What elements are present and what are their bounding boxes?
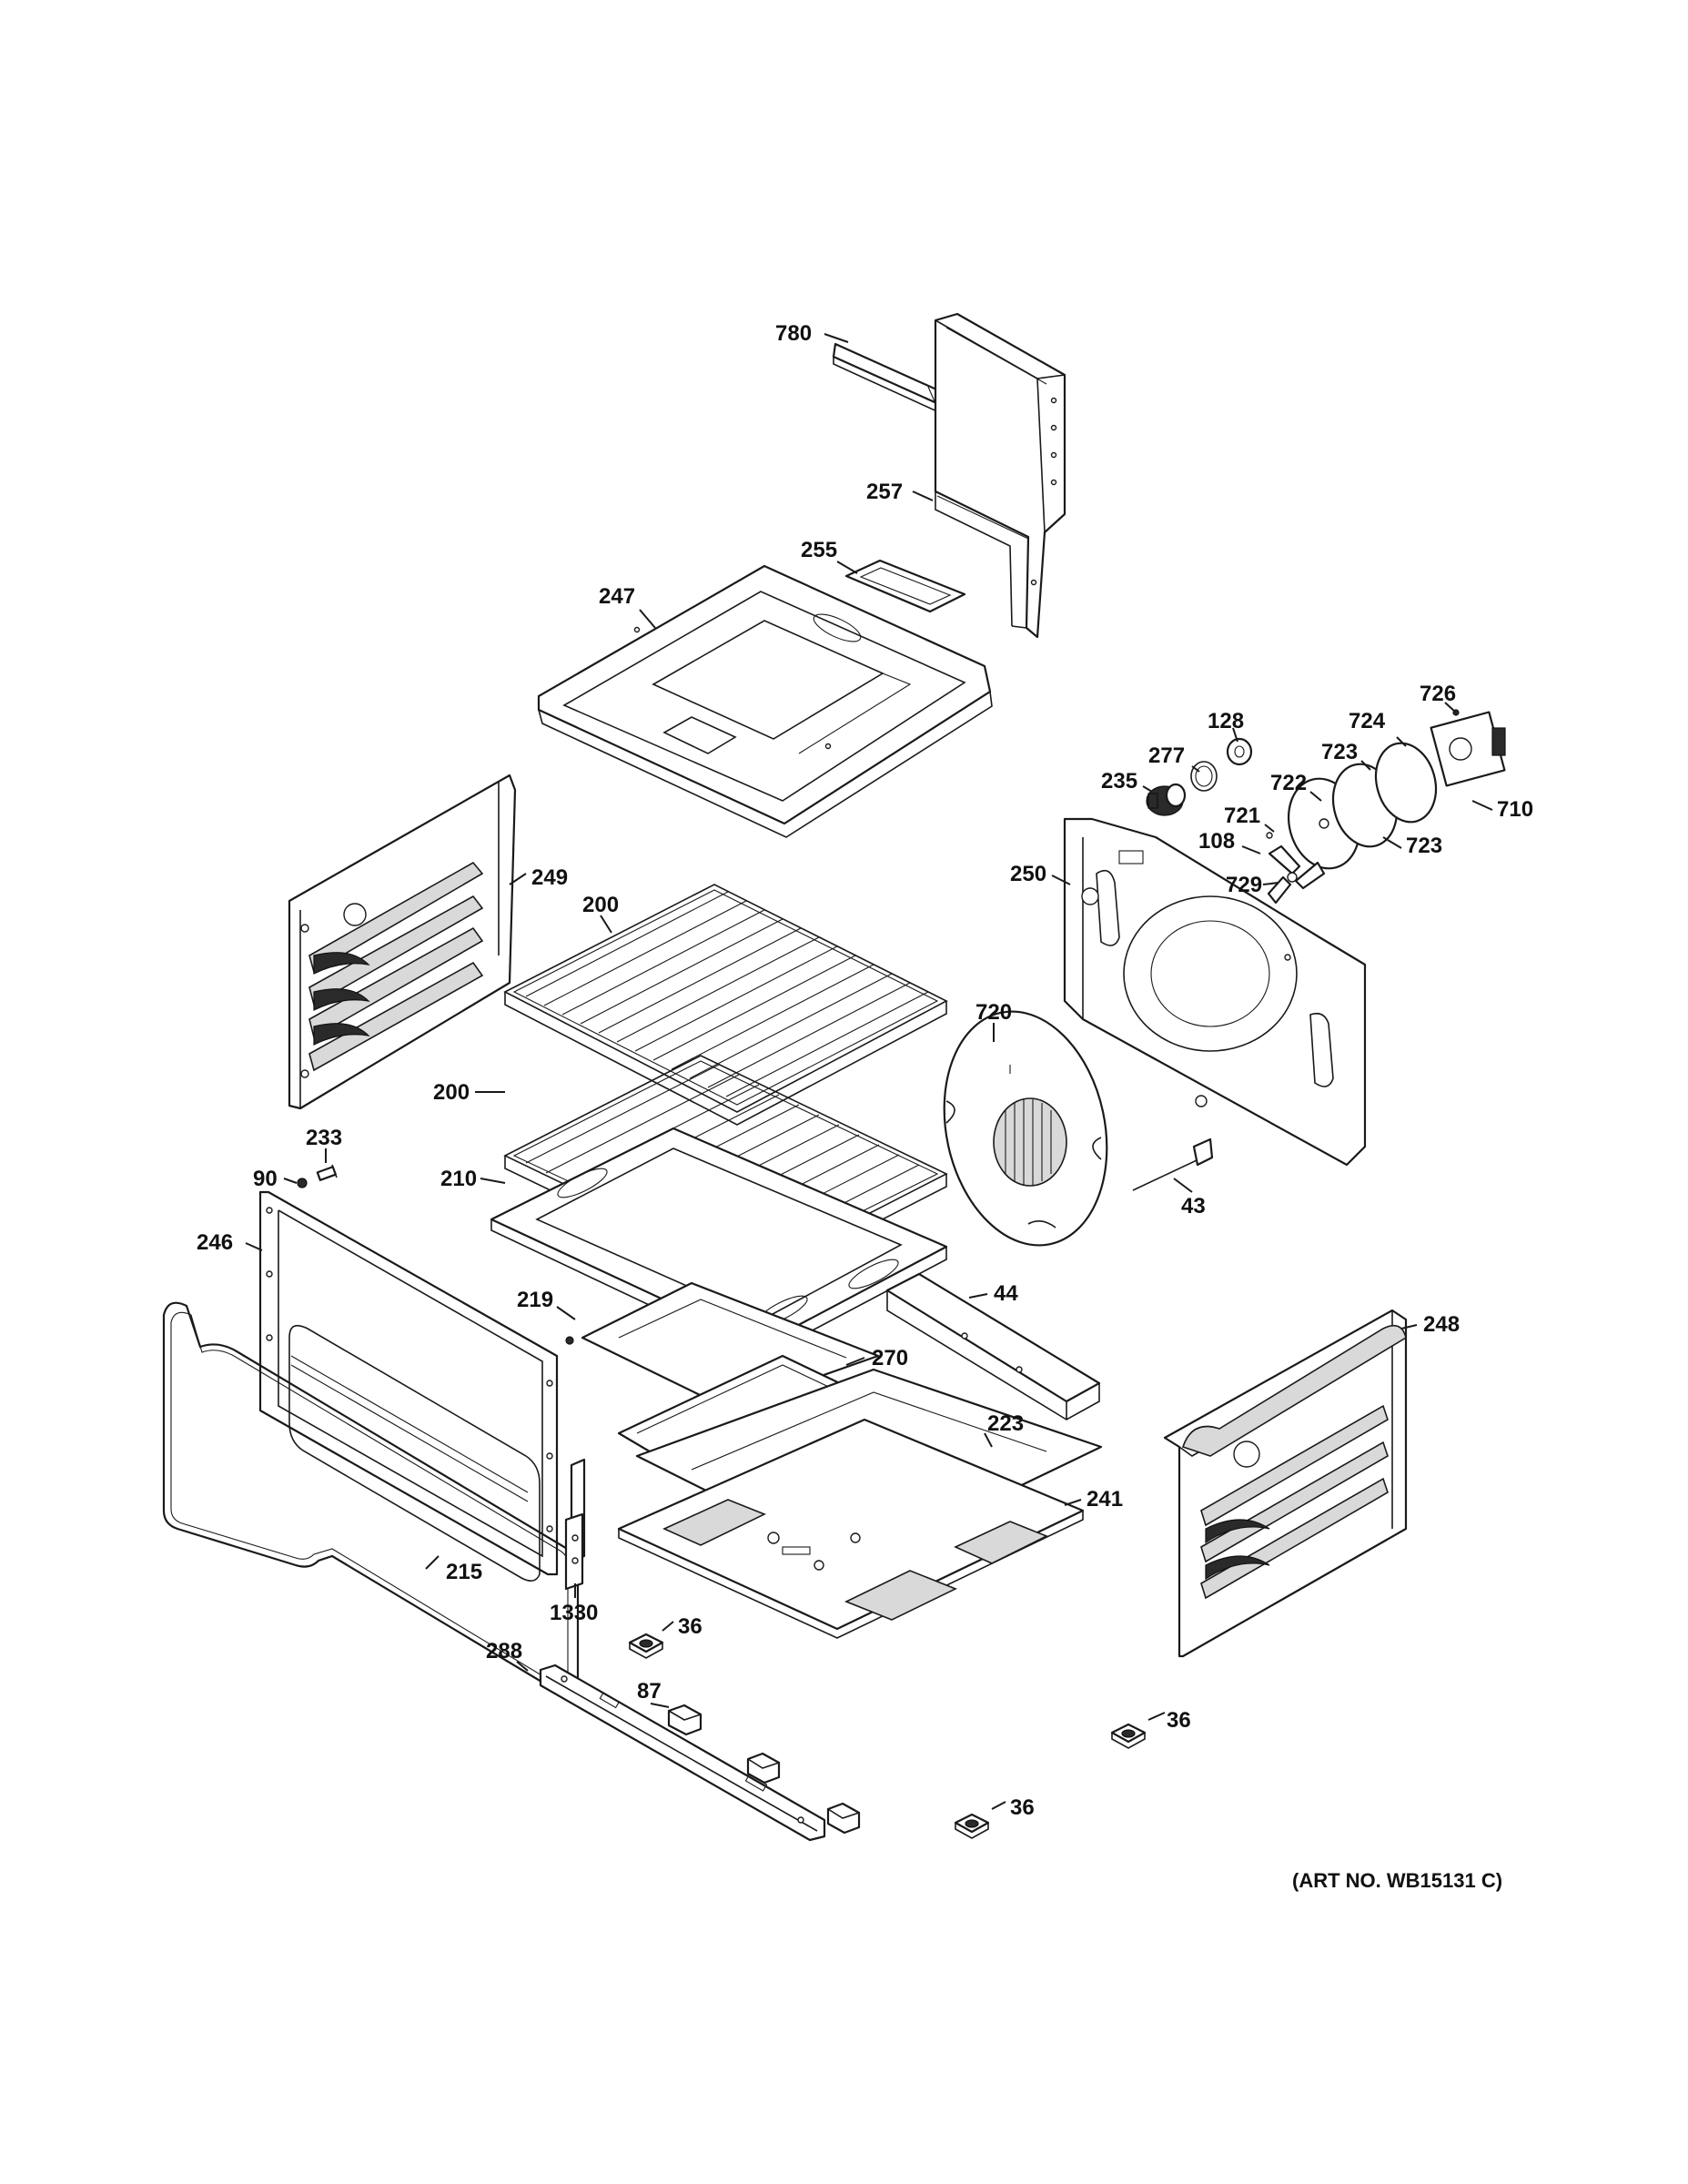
callout-233: 233: [306, 1126, 342, 1150]
part-241-bottom-frame: [617, 1418, 1085, 1639]
callout-36-b: 36: [1167, 1708, 1191, 1733]
callout-200-upper: 200: [582, 893, 619, 917]
callout-87: 87: [637, 1679, 662, 1704]
callout-247: 247: [599, 584, 635, 609]
part-87-bracket-3: [826, 1802, 861, 1835]
callout-250: 250: [1010, 862, 1046, 886]
callout-721: 721: [1224, 804, 1260, 828]
callout-210: 210: [440, 1167, 477, 1191]
part-724-insulation-back: [1374, 742, 1438, 824]
callout-780: 780: [775, 321, 812, 346]
part-257-vent-duct: [934, 312, 1066, 639]
part-235-motor: [1146, 783, 1187, 816]
callout-710: 710: [1497, 797, 1533, 822]
callout-248: 248: [1423, 1312, 1460, 1337]
callout-223: 223: [987, 1411, 1024, 1436]
part-249-left-side-panel: [288, 774, 517, 1110]
callout-215: 215: [446, 1560, 482, 1584]
leader-lines: [245, 333, 1493, 1810]
part-246-door-frame: [258, 1190, 559, 1582]
part-720-fan-cover: [943, 1010, 1108, 1247]
part-87-bracket-2: [746, 1752, 781, 1785]
callout-249: 249: [531, 865, 568, 890]
callout-241: 241: [1087, 1487, 1123, 1512]
part-233-hinge-pin: [316, 1164, 338, 1181]
callout-219: 219: [517, 1288, 553, 1312]
part-721-nut: [1266, 832, 1273, 839]
part-36-leveling-leg-2: [1110, 1723, 1147, 1749]
part-710-fan-motor: [1430, 711, 1506, 787]
callout-726: 726: [1420, 682, 1456, 706]
part-277-gasket: [1190, 761, 1218, 792]
callout-723-lower: 723: [1406, 834, 1442, 858]
callout-255: 255: [801, 538, 837, 562]
art-number: (ART NO. WB15131 C): [1292, 1869, 1502, 1892]
callout-277: 277: [1148, 743, 1185, 768]
callout-36-a: 36: [678, 1614, 702, 1639]
callout-200-lower: 200: [433, 1080, 470, 1105]
part-215-door-gasket: [162, 1301, 580, 1697]
part-44-channel: [885, 1272, 1101, 1421]
part-255-pad: [844, 559, 966, 613]
callout-246: 246: [197, 1230, 233, 1255]
callout-43: 43: [1181, 1194, 1206, 1218]
callout-720: 720: [975, 1000, 1012, 1025]
callout-labels: 780 257 255 247 128 277 235 726 724 723 …: [197, 321, 1533, 1820]
callout-288: 288: [486, 1639, 522, 1663]
part-128-bushing: [1226, 737, 1253, 766]
callout-90: 90: [253, 1167, 278, 1191]
part-780-vent-trim: [832, 342, 946, 415]
callout-36-c: 36: [1010, 1795, 1035, 1820]
part-247-oven-top: [537, 564, 993, 838]
part-729-fan-blade: [1267, 844, 1326, 905]
callout-257: 257: [866, 480, 903, 504]
callout-1330: 1330: [550, 1601, 598, 1625]
callout-44: 44: [994, 1281, 1018, 1306]
callout-729: 729: [1226, 873, 1262, 897]
part-200-oven-rack-upper: [503, 884, 948, 1126]
callout-235: 235: [1101, 769, 1137, 794]
callout-128: 128: [1208, 709, 1244, 733]
part-250-rear-panel: [1063, 817, 1367, 1167]
part-door-screw: [565, 1336, 574, 1345]
part-36-leveling-leg-1: [628, 1633, 664, 1659]
part-248-right-side-panel: [1163, 1309, 1408, 1658]
part-288-rail: [539, 1663, 826, 1842]
part-43-sensor: [1132, 1138, 1214, 1191]
part-36-leveling-leg-3: [954, 1813, 990, 1839]
part-90-screw: [297, 1178, 308, 1188]
callout-722: 722: [1270, 771, 1307, 795]
callout-723-upper: 723: [1321, 740, 1358, 764]
callout-724: 724: [1349, 709, 1386, 733]
callout-108: 108: [1198, 829, 1235, 854]
callout-270: 270: [872, 1346, 908, 1370]
part-87-bracket-1: [667, 1704, 702, 1736]
part-1330-hinge: [564, 1458, 586, 1591]
